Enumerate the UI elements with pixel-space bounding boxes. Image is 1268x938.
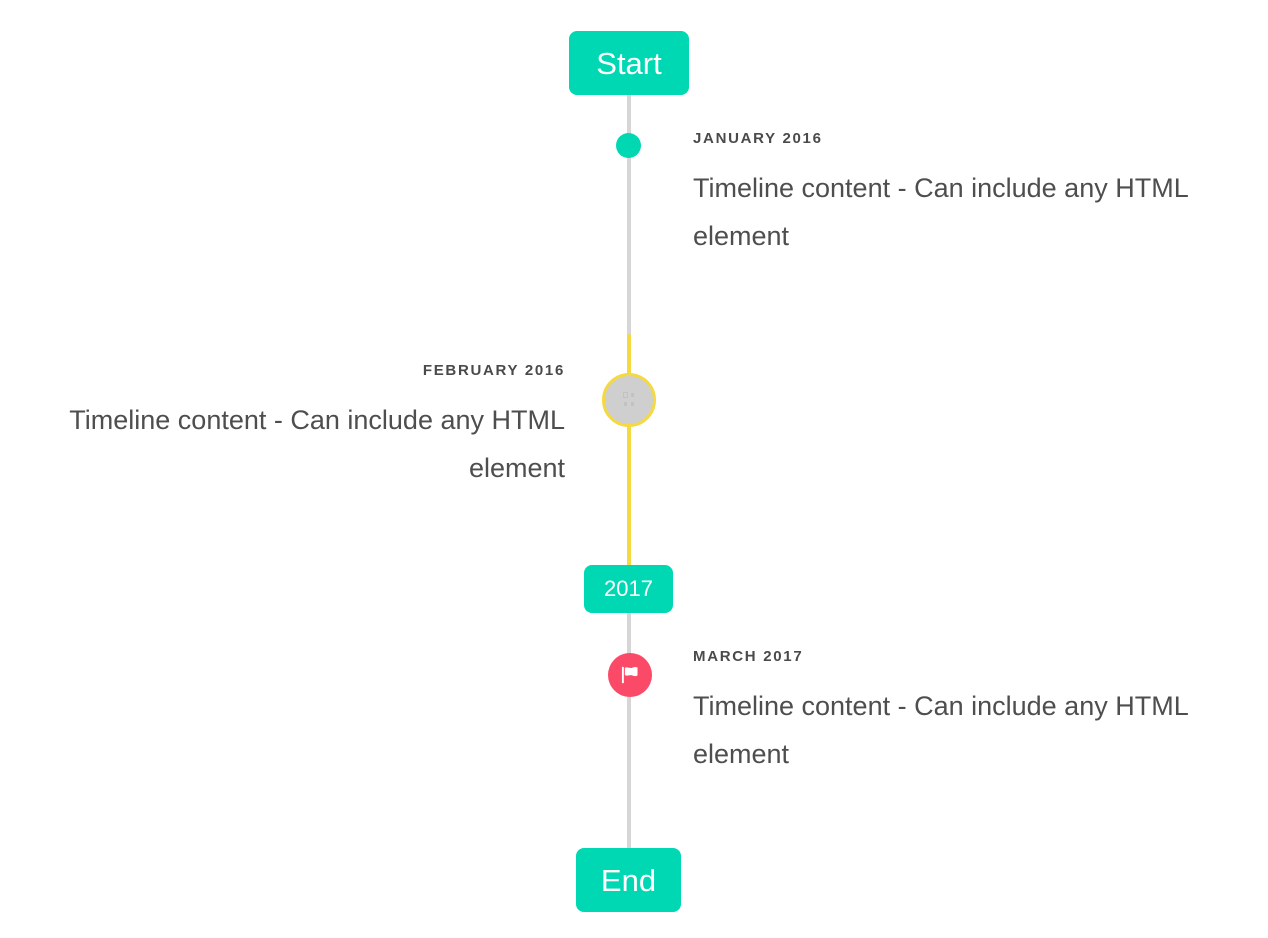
timeline-rail-highlight bbox=[627, 334, 631, 572]
timeline-entry-date: FEBRUARY 2016 bbox=[422, 362, 565, 379]
timeline-rail-bottom bbox=[627, 608, 631, 856]
timeline-entry-body: Timeline content - Can include any HTML … bbox=[69, 405, 565, 484]
timeline-entry-january: JANUARY 2016 Timeline content - Can incl… bbox=[693, 130, 1218, 260]
timeline-marker-pending[interactable] bbox=[602, 373, 656, 427]
timeline-end-badge[interactable]: End bbox=[576, 848, 681, 912]
timeline-year-badge[interactable]: 2017 bbox=[584, 565, 673, 613]
timeline-start-badge[interactable]: Start bbox=[569, 31, 689, 95]
timeline-entry-date: MARCH 2017 bbox=[693, 648, 804, 665]
timeline-marker-dot[interactable] bbox=[616, 133, 641, 158]
timeline-entry-date: JANUARY 2016 bbox=[693, 130, 823, 147]
missing-glyph-icon bbox=[622, 392, 636, 408]
timeline-entry-february: FEBRUARY 2016 Timeline content - Can inc… bbox=[40, 362, 565, 492]
timeline-entry-body: Timeline content - Can include any HTML … bbox=[693, 173, 1188, 252]
timeline-marker-flag[interactable] bbox=[608, 653, 652, 697]
flag-icon bbox=[621, 666, 638, 684]
timeline-entry-march: MARCH 2017 Timeline content - Can includ… bbox=[693, 648, 1218, 778]
timeline-entry-body: Timeline content - Can include any HTML … bbox=[693, 691, 1188, 770]
timeline-rail-top bbox=[627, 90, 631, 338]
